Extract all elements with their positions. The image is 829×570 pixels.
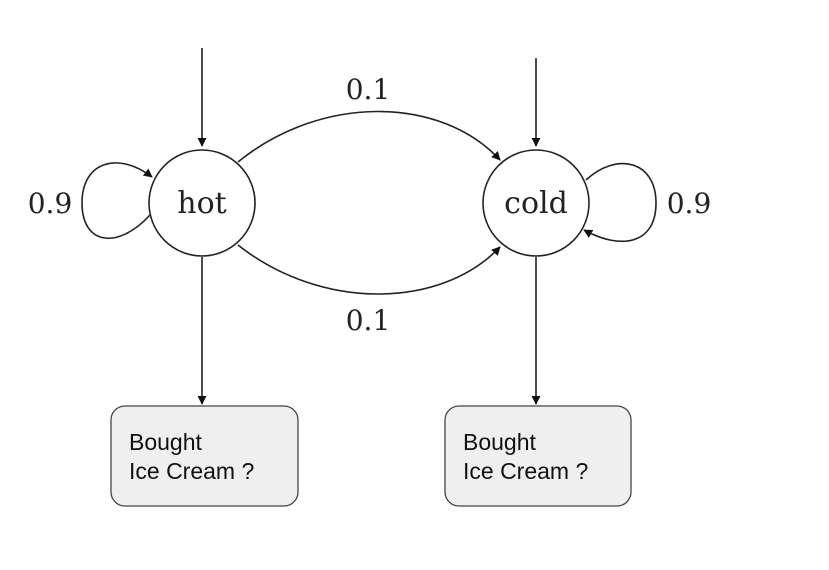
- observation-hot-line2: Ice Cream ?: [129, 458, 254, 484]
- observation-hot-line1: Bought: [129, 429, 203, 455]
- observation-cold-line2: Ice Cream ?: [463, 458, 588, 484]
- prob-label-hot-to-cold-bottom: 0.1: [346, 304, 391, 337]
- edge-hot-self-loop: [81, 162, 153, 239]
- prob-label-hot-to-cold-top: 0.1: [346, 73, 391, 106]
- state-label-hot: hot: [177, 186, 226, 221]
- edge-hot-to-cold-bottom: [237, 244, 501, 295]
- observation-box-hot: Bought Ice Cream ?: [110, 405, 299, 507]
- observation-cold-line1: Bought: [463, 429, 537, 455]
- state-label-cold: cold: [504, 186, 568, 221]
- edge-hot-to-cold-top: [237, 110, 501, 163]
- state-node-cold: [482, 149, 590, 257]
- edge-cold-self-loop: [583, 162, 657, 243]
- state-node-hot: [148, 149, 256, 257]
- prob-label-cold-self: 0.9: [667, 187, 712, 220]
- observation-box-cold: Bought Ice Cream ?: [444, 405, 632, 507]
- prob-label-hot-self: 0.9: [28, 187, 73, 220]
